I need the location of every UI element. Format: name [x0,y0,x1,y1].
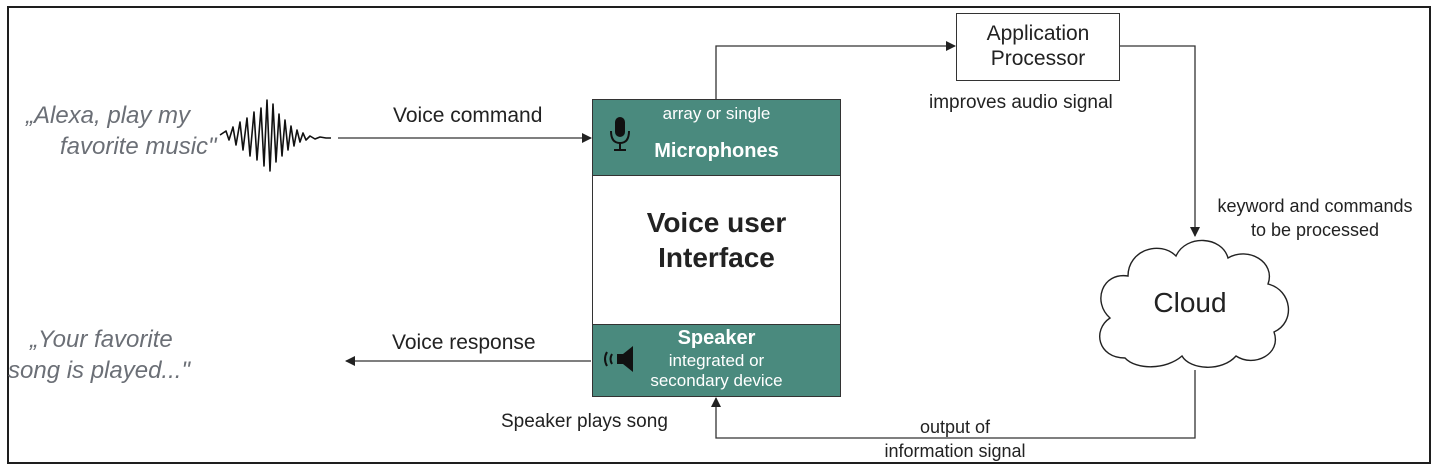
sound-wave-icon [219,99,331,172]
processor-to-cloud-arrow [1120,45,1200,237]
speaker-title: Speaker [677,327,756,349]
output-label: output of information signal [860,415,1050,463]
voice-response-label: Voice response [392,331,536,354]
cloud-icon [1099,239,1290,368]
cloud-to-speaker-arrow [711,370,1196,439]
application-processor-box: Application Processor [956,13,1120,81]
application-processor-line2: Processor [990,47,1086,70]
microphones-title: Microphones [654,140,779,162]
vui-title: Voice user Interface [593,205,840,275]
response-quote-line1: „Your favorite [30,326,173,353]
microphones-band: array or single Microphones [593,100,840,176]
keyword-label-line2: to be processed [1250,220,1380,240]
keyword-label-line1: keyword and commands [1217,196,1413,216]
application-processor-line1: Application [986,22,1090,45]
output-label-line1: output of [919,417,991,437]
speaker-subtitle: integrated or secondary device [593,351,840,391]
speaker-band: Speaker integrated or secondary device [593,324,840,396]
command-quote-line2: favorite music" [60,133,217,160]
vui-title-line2: Interface [658,242,775,273]
microphones-subtitle: array or single [662,104,771,123]
microphone-icon [610,117,630,151]
voice-command-label: Voice command [393,104,543,127]
vui-title-line1: Voice user [646,207,787,238]
speaker-subtitle-line2: secondary device [650,371,783,390]
response-quote-line2: song is played..." [8,357,190,384]
speaker-icon [604,346,633,372]
speaker-plays-label: Speaker plays song [501,411,668,432]
vui-to-processor-arrow [715,41,956,99]
speaker-subtitle-line1: integrated or [668,351,765,370]
output-label-line2: information signal [884,441,1026,461]
command-quote-line1: „Alexa, play my [26,102,191,129]
cloud-label: Cloud [1153,287,1227,318]
voice-user-interface-box: array or single Microphones Voice user I… [592,99,841,397]
keyword-label: keyword and commands to be processed [1197,194,1433,242]
improves-audio-label: improves audio signal [929,92,1113,113]
